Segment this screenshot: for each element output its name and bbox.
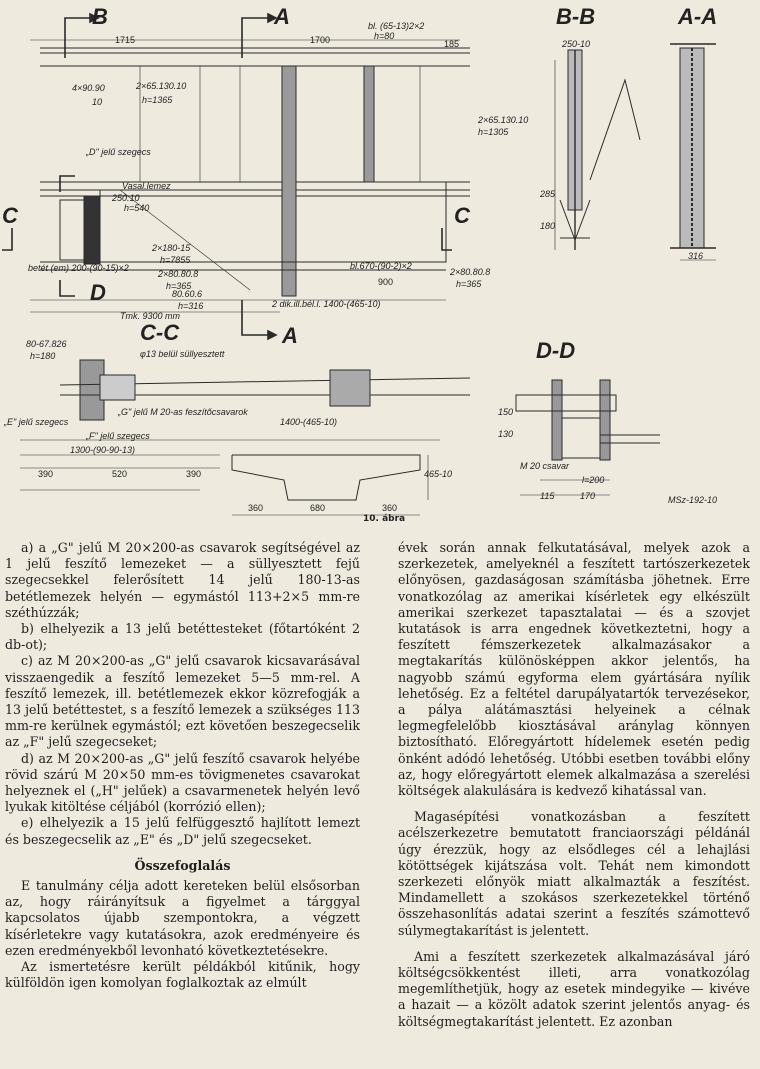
dim-label: „D" jelű szegecs (86, 147, 151, 157)
paragraph: Magasépítési vonatkozásban a feszített a… (398, 809, 750, 938)
dim-label: 285 (540, 189, 556, 199)
figure-caption: 10. ábra (363, 514, 406, 524)
dim-label: Vasal.lemez (122, 181, 171, 191)
right-column: évek során annak felkutatásával, melyek … (398, 540, 750, 1030)
section-label-a-top: A (274, 4, 290, 29)
dim-label: h=316 (178, 301, 204, 311)
paragraph: d) az M 20×200-as „G" jelű feszítő csava… (5, 750, 360, 815)
dim-label: 900 (378, 277, 394, 287)
paragraph: évek során annak felkutatásával, melyek … (398, 540, 750, 799)
dim-label: 2×80.80.8 (450, 267, 491, 277)
section-d-d (515, 379, 660, 496)
dim-label: 185 (444, 39, 460, 49)
dim-label: 2×80.80.8 (158, 269, 199, 279)
paragraph: b) elhelyezik a 13 jelű betéttesteket (f… (5, 621, 360, 653)
dim-label: φ13 belül süllyesztett (140, 349, 225, 359)
dim-label: 2 dik.ill.bél.l. 1400-(465-10) (272, 299, 381, 309)
dim-label: 316 (688, 251, 704, 261)
dim-label: 250-10 (562, 39, 591, 49)
section-a-a (670, 43, 716, 261)
paragraph: Az ismertetésre került példákból kitűnik… (5, 959, 360, 991)
dim-label: M 20 csavar (520, 461, 570, 471)
dim-label: 170 (580, 491, 596, 501)
dim-label: „F" jelű szegecs (86, 431, 150, 441)
section-label-d: D (90, 280, 106, 305)
dim-label: „G" jelű M 20-as feszítőcsavarok (118, 407, 248, 417)
dim-label: 180 (540, 221, 556, 231)
dim-label: 1300-(90-90-13) (70, 445, 136, 455)
dim-label: 150 (498, 407, 514, 417)
section-label-b-b: B-B (556, 4, 596, 29)
cross-section (231, 454, 429, 516)
left-column: a) a „G" jelű M 20×200-as csavarok segít… (5, 540, 360, 991)
section-label-b-top: B (92, 4, 108, 29)
section-label-c-right: C (454, 203, 470, 228)
section-label-d-d: D-D (536, 338, 576, 363)
dim-label: h=1365 (142, 95, 173, 105)
dim-label: l=200 (582, 475, 605, 485)
dim-label: 1700 (310, 35, 331, 45)
dim-label: betét (em) 200-(90-15)×2 (28, 263, 129, 273)
section-heading: Összefoglalás (134, 857, 231, 873)
dim-label: h=7855 (160, 255, 191, 265)
section-b-b (554, 49, 641, 250)
dim-label: 80-67.826 (26, 339, 67, 349)
technical-drawing (2, 12, 716, 516)
section-label-a-bottom: A (282, 323, 298, 348)
dim-label: 80.60.6 (172, 289, 203, 299)
dim-label: 130 (498, 429, 514, 439)
dim-label: MSz-192-10 (668, 495, 718, 505)
dim-label: 4×90.90 (72, 83, 105, 93)
paragraph: a) a „G" jelű M 20×200-as csavarok segít… (5, 540, 360, 620)
dim-label: 115 (540, 491, 555, 501)
dim-label: 680 (310, 503, 326, 513)
dim-label: 2×180-15 (152, 243, 191, 253)
paragraph: c) az M 20×200-as „G" jelű csavarok kics… (5, 653, 360, 750)
main-elevation (30, 39, 470, 313)
dim-label: 1715 (115, 35, 136, 45)
section-label-c-c: C-C (140, 320, 180, 345)
dim-label: Tmk. 9300 mm (120, 311, 181, 321)
paragraph: E tanulmány célja adott kereteken belül … (5, 878, 360, 958)
dim-label: 10 (92, 97, 103, 107)
section-c-c (20, 359, 471, 491)
paragraph: e) elhelyezik a 15 jelű felfüggesztő haj… (5, 815, 360, 847)
dim-label: 250.10 (112, 193, 140, 203)
dim-label: h=540 (124, 203, 150, 213)
dim-label: 2×65.130.10 (478, 115, 529, 125)
section-label-c-left: C (2, 203, 18, 228)
dim-label: 360 (382, 503, 398, 513)
dim-label: 2×65.130.10 (136, 81, 187, 91)
dim-label: 390 (38, 469, 54, 479)
dim-label: bl.670-(90-2)×2 (350, 261, 412, 271)
dim-label: h=180 (30, 351, 56, 361)
dim-label: 390 (186, 469, 202, 479)
section-label-a-a: A-A (678, 4, 718, 29)
dim-label: h=1305 (478, 127, 509, 137)
dim-label: bl. (65-13)2×2 (368, 21, 425, 31)
dim-label: „E" jelű szegecs (4, 417, 69, 427)
dim-label: 465-10 (424, 469, 453, 479)
dim-label: 360 (248, 503, 264, 513)
dim-label: h=80 (374, 31, 395, 41)
dim-label: 520 (112, 469, 128, 479)
dim-label: h=365 (166, 281, 192, 291)
dim-label: h=365 (456, 279, 482, 289)
section-arrows (2, 12, 452, 341)
paragraph: Ami a feszített szerkezetek alkalmazásáv… (398, 948, 750, 1029)
dim-label: 1400-(465-10) (280, 417, 338, 427)
